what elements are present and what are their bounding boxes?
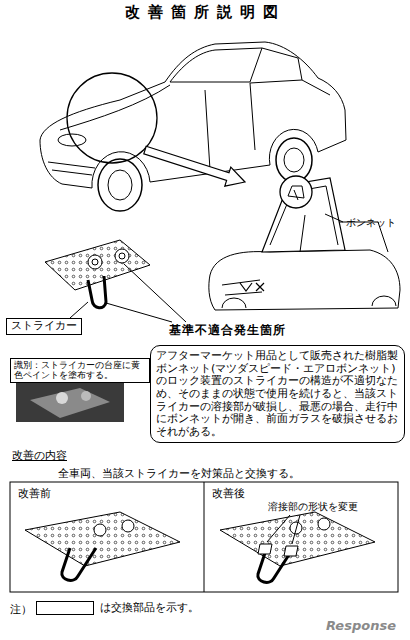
car-side-view-stroke (276, 138, 312, 182)
part-name: ボンネット (346, 216, 396, 230)
car-side-view-stroke (284, 148, 304, 172)
striker-after-stroke (292, 515, 300, 544)
car-open-bonnet-stroke (209, 250, 400, 310)
pointer-arrow (144, 146, 245, 186)
striker-after-stroke (220, 512, 375, 566)
car-open-bonnet-stroke (372, 296, 396, 306)
identification-photo-stroke (81, 391, 91, 401)
defect-description-box: 基準不適合発生箇所アフターマーケット用品として販売された樹脂製ボンネット(マツダ… (150, 345, 405, 443)
page-title: 改善箇所説明図 (0, 3, 410, 22)
identification-box: 識別：ストライカーの台座に黄色ペイントを塗布する。 (10, 358, 150, 383)
car-side-view-stroke (250, 48, 302, 83)
part-name: ストライカー (11, 320, 77, 333)
striker-after-stroke (267, 515, 290, 542)
car-side-view (40, 42, 346, 211)
car-side-view-stroke (108, 170, 132, 200)
car-open-bonnet-stroke (222, 298, 246, 308)
striker-before (25, 512, 180, 580)
striker-part-stroke (70, 302, 88, 318)
note-mark: 注） (10, 602, 32, 617)
striker-part-stroke (115, 249, 129, 263)
defect-heading: 基準不適合発生箇所 (169, 324, 286, 338)
car-open-bonnet-stroke (288, 186, 304, 200)
striker-after-stroke (284, 546, 298, 556)
identification-photo-stroke (30, 388, 110, 418)
car-open-bonnet-stroke (240, 283, 264, 291)
car-side-view-stroke (58, 134, 86, 146)
legend-swatch (36, 601, 94, 615)
striker-after-stroke (318, 518, 330, 530)
comparison-table (10, 482, 398, 592)
car-side-view-stroke (48, 162, 95, 168)
car-side-view-stroke (52, 170, 92, 175)
car-side-view-stroke (67, 73, 157, 163)
identification-note: 識別：ストライカーの台座に黄色ペイントを塗布する。 (14, 360, 146, 381)
car-side-view-stroke (205, 90, 210, 170)
identification-photo-stroke (56, 392, 68, 404)
striker-part-stroke (88, 255, 102, 269)
car-open-bonnet (209, 176, 400, 310)
callout-note: 溶接部の形状を変更 (268, 500, 358, 514)
car-side-view-stroke (302, 80, 330, 95)
car-open-bonnet-stroke (300, 215, 305, 252)
striker-part (45, 240, 186, 322)
striker-after (220, 512, 375, 582)
car-open-bonnet-stroke (280, 176, 312, 208)
car-side-view-stroke (170, 48, 262, 82)
defect-description: アフターマーケット用品として販売された樹脂製ボンネット(マツダスピード・エアロボ… (156, 350, 399, 438)
table-cell: 改善後 (212, 486, 245, 501)
table-cell: 改善前 (18, 486, 51, 501)
striker-before-stroke (62, 548, 96, 580)
striker-part-stroke (88, 276, 106, 308)
striker-before-stroke (94, 524, 106, 536)
car-side-view-stroke (98, 159, 142, 211)
striker-part-stroke (92, 259, 98, 265)
car-side-view-stroke (60, 85, 170, 130)
car-open-bonnet-stroke (325, 214, 343, 222)
legend-text: は交換部品を示す。 (100, 600, 199, 615)
striker-part-stroke (119, 253, 125, 259)
car-side-view-stroke (40, 42, 346, 188)
striker-part-stroke (45, 240, 150, 290)
striker-before-stroke (25, 512, 180, 566)
part-label-box: ストライカー (6, 318, 82, 335)
striker-part-stroke (124, 264, 186, 322)
watermark: Response (326, 618, 396, 633)
striker-part-stroke (106, 303, 172, 322)
section-heading: 改善の内容 (12, 448, 67, 463)
car-open-bonnet-stroke (222, 280, 262, 295)
remedy-text: 全車両、当該ストライカーを対策品と交換する。 (58, 466, 300, 481)
striker-after-stroke (258, 544, 272, 554)
comparison-table-stroke (204, 482, 205, 592)
car-side-view-stroke (250, 83, 255, 150)
comparison-table-stroke (10, 482, 398, 592)
striker-before-stroke (122, 520, 134, 532)
legend-row: は交換部品を示す。 (36, 600, 199, 615)
